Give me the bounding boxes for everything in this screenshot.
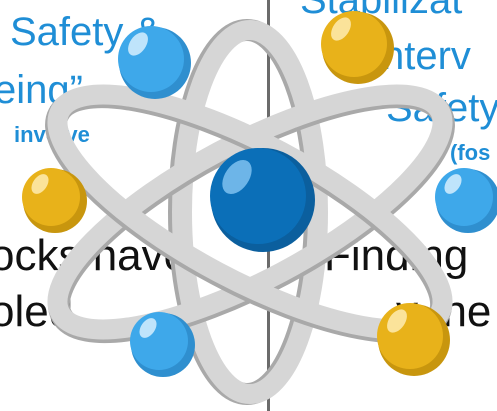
electron-left bbox=[22, 168, 87, 233]
electron-right bbox=[435, 168, 497, 233]
electron-bottom-left bbox=[130, 312, 195, 377]
orbit-rings bbox=[45, 19, 455, 405]
electron-bottom-right bbox=[377, 303, 450, 376]
right-subtext: (fos bbox=[450, 140, 491, 165]
electron-top-right bbox=[321, 11, 394, 84]
electron-top-left bbox=[118, 26, 191, 99]
nucleus bbox=[210, 148, 315, 252]
right-heading-line-2: nterv bbox=[382, 34, 471, 78]
